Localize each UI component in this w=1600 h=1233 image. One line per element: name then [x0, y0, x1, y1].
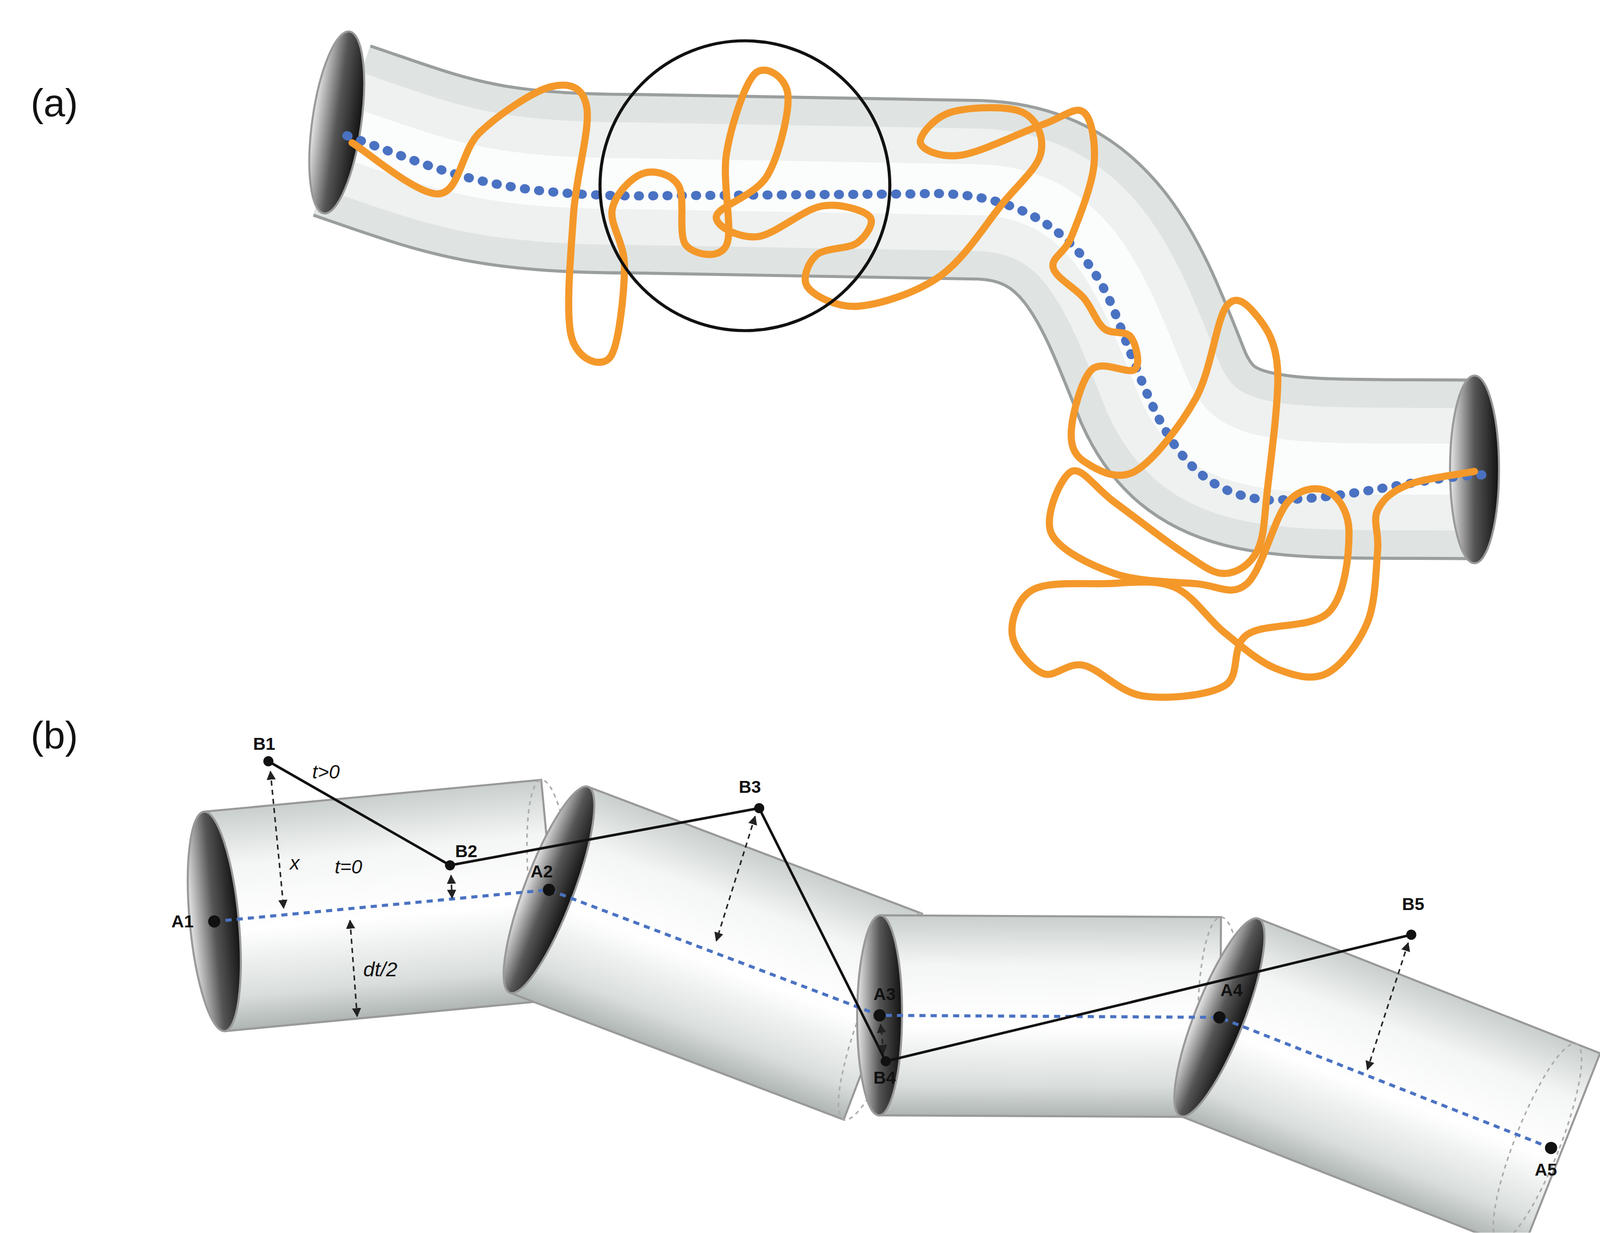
point-label: B4 — [873, 1069, 896, 1087]
panel-label: (b) — [30, 716, 79, 755]
point-label: B3 — [738, 778, 762, 796]
point-label: A2 — [530, 863, 553, 881]
panel-label: (a) — [30, 83, 79, 123]
point-label: A5 — [1534, 1161, 1557, 1179]
dimension-label: dt/2 — [363, 959, 398, 980]
tube-a — [299, 28, 1500, 698]
point-label: B5 — [1402, 895, 1425, 914]
time-label: t>0 — [312, 762, 340, 782]
point-label: B2 — [455, 842, 478, 861]
distance-label: x — [289, 853, 300, 873]
point-label: A4 — [1220, 981, 1243, 1000]
point-label: B1 — [253, 735, 276, 754]
point-label: A3 — [873, 985, 896, 1004]
tube-b — [179, 756, 1600, 1233]
point-label: A1 — [171, 913, 194, 931]
time-label: t=0 — [334, 857, 363, 877]
